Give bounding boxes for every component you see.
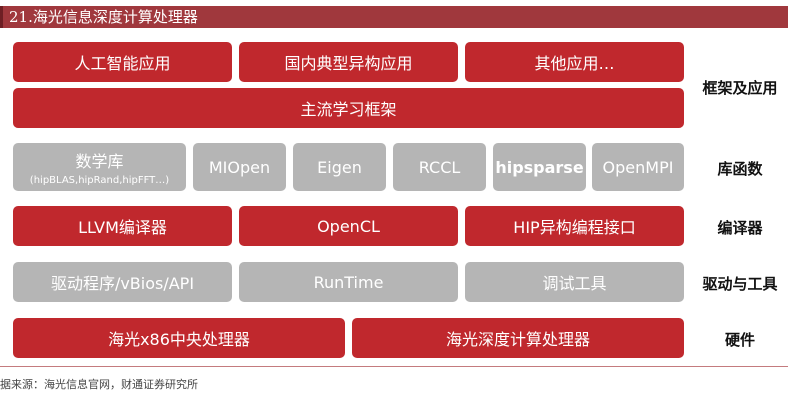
lib-box-rccl-label: RCCL bbox=[418, 157, 461, 177]
lib-box-hipsparse: hipsparse bbox=[493, 143, 586, 191]
app-box-hetero-label: 国内典型异构应用 bbox=[284, 54, 413, 73]
hw-box-dcu: 海光深度计算处理器 bbox=[352, 318, 684, 358]
driver-box-runtime: RunTime bbox=[239, 262, 458, 302]
app-box-other: 其他应用… bbox=[465, 42, 684, 82]
lib-box-math: 数学库 (hipBLAS,hipRand,hipFFT…) bbox=[13, 143, 186, 191]
layer-label-hardware: 硬件 bbox=[724, 331, 755, 349]
figure-title-bar: 21.海光信息深度计算处理器 bbox=[0, 6, 788, 28]
lib-box-miopen: MIOpen bbox=[193, 143, 286, 191]
app-box-ai-label: 人工智能应用 bbox=[74, 54, 171, 73]
lib-box-math-label: 数学库 bbox=[75, 152, 124, 171]
lib-box-eigen-label: Eigen bbox=[317, 157, 362, 177]
compiler-box-opencl: OpenCL bbox=[239, 206, 458, 246]
compiler-box-llvm: LLVM编译器 bbox=[13, 206, 232, 246]
compiler-box-hip: HIP异构编程接口 bbox=[465, 206, 684, 246]
lib-box-hipsparse-label: hipsparse bbox=[495, 157, 584, 177]
hw-box-cpu-label: 海光x86中央处理器 bbox=[108, 330, 250, 349]
source-note: 据来源：海光信息官网，财通证券研究所 bbox=[0, 378, 198, 391]
compiler-box-llvm-label: LLVM编译器 bbox=[78, 218, 167, 237]
layer-label-framework: 框架及应用 bbox=[702, 79, 778, 97]
layer-label-library: 库函数 bbox=[717, 160, 763, 178]
hw-box-dcu-label: 海光深度计算处理器 bbox=[445, 330, 590, 349]
driver-box-driver-label: 驱动程序/vBios/API bbox=[50, 274, 195, 293]
figure-title: 21.海光信息深度计算处理器 bbox=[9, 8, 198, 26]
lib-box-openmpi-label: OpenMPI bbox=[602, 157, 674, 177]
lib-box-miopen-label: MIOpen bbox=[208, 157, 271, 177]
hw-box-cpu: 海光x86中央处理器 bbox=[13, 318, 345, 358]
app-box-ai: 人工智能应用 bbox=[13, 42, 232, 82]
layer-label-driver: 驱动与工具 bbox=[702, 275, 778, 293]
lib-box-math-sublabel: (hipBLAS,hipRand,hipFFT…) bbox=[29, 175, 170, 186]
layer-label-compiler: 编译器 bbox=[717, 219, 763, 237]
lib-box-eigen: Eigen bbox=[293, 143, 386, 191]
framework-box-label: 主流学习框架 bbox=[300, 100, 397, 119]
app-box-hetero: 国内典型异构应用 bbox=[239, 42, 458, 82]
lib-box-openmpi: OpenMPI bbox=[592, 143, 684, 191]
driver-box-driver: 驱动程序/vBios/API bbox=[13, 262, 232, 302]
lib-box-rccl: RCCL bbox=[393, 143, 486, 191]
driver-box-runtime-label: RunTime bbox=[313, 272, 384, 292]
compiler-box-opencl-label: OpenCL bbox=[317, 216, 380, 236]
app-box-other-label: 其他应用… bbox=[534, 54, 615, 73]
footer-divider bbox=[0, 366, 788, 367]
driver-box-debug-label: 调试工具 bbox=[542, 274, 607, 293]
framework-box: 主流学习框架 bbox=[13, 88, 684, 128]
compiler-box-hip-label: HIP异构编程接口 bbox=[513, 218, 636, 237]
driver-box-debug: 调试工具 bbox=[465, 262, 684, 302]
